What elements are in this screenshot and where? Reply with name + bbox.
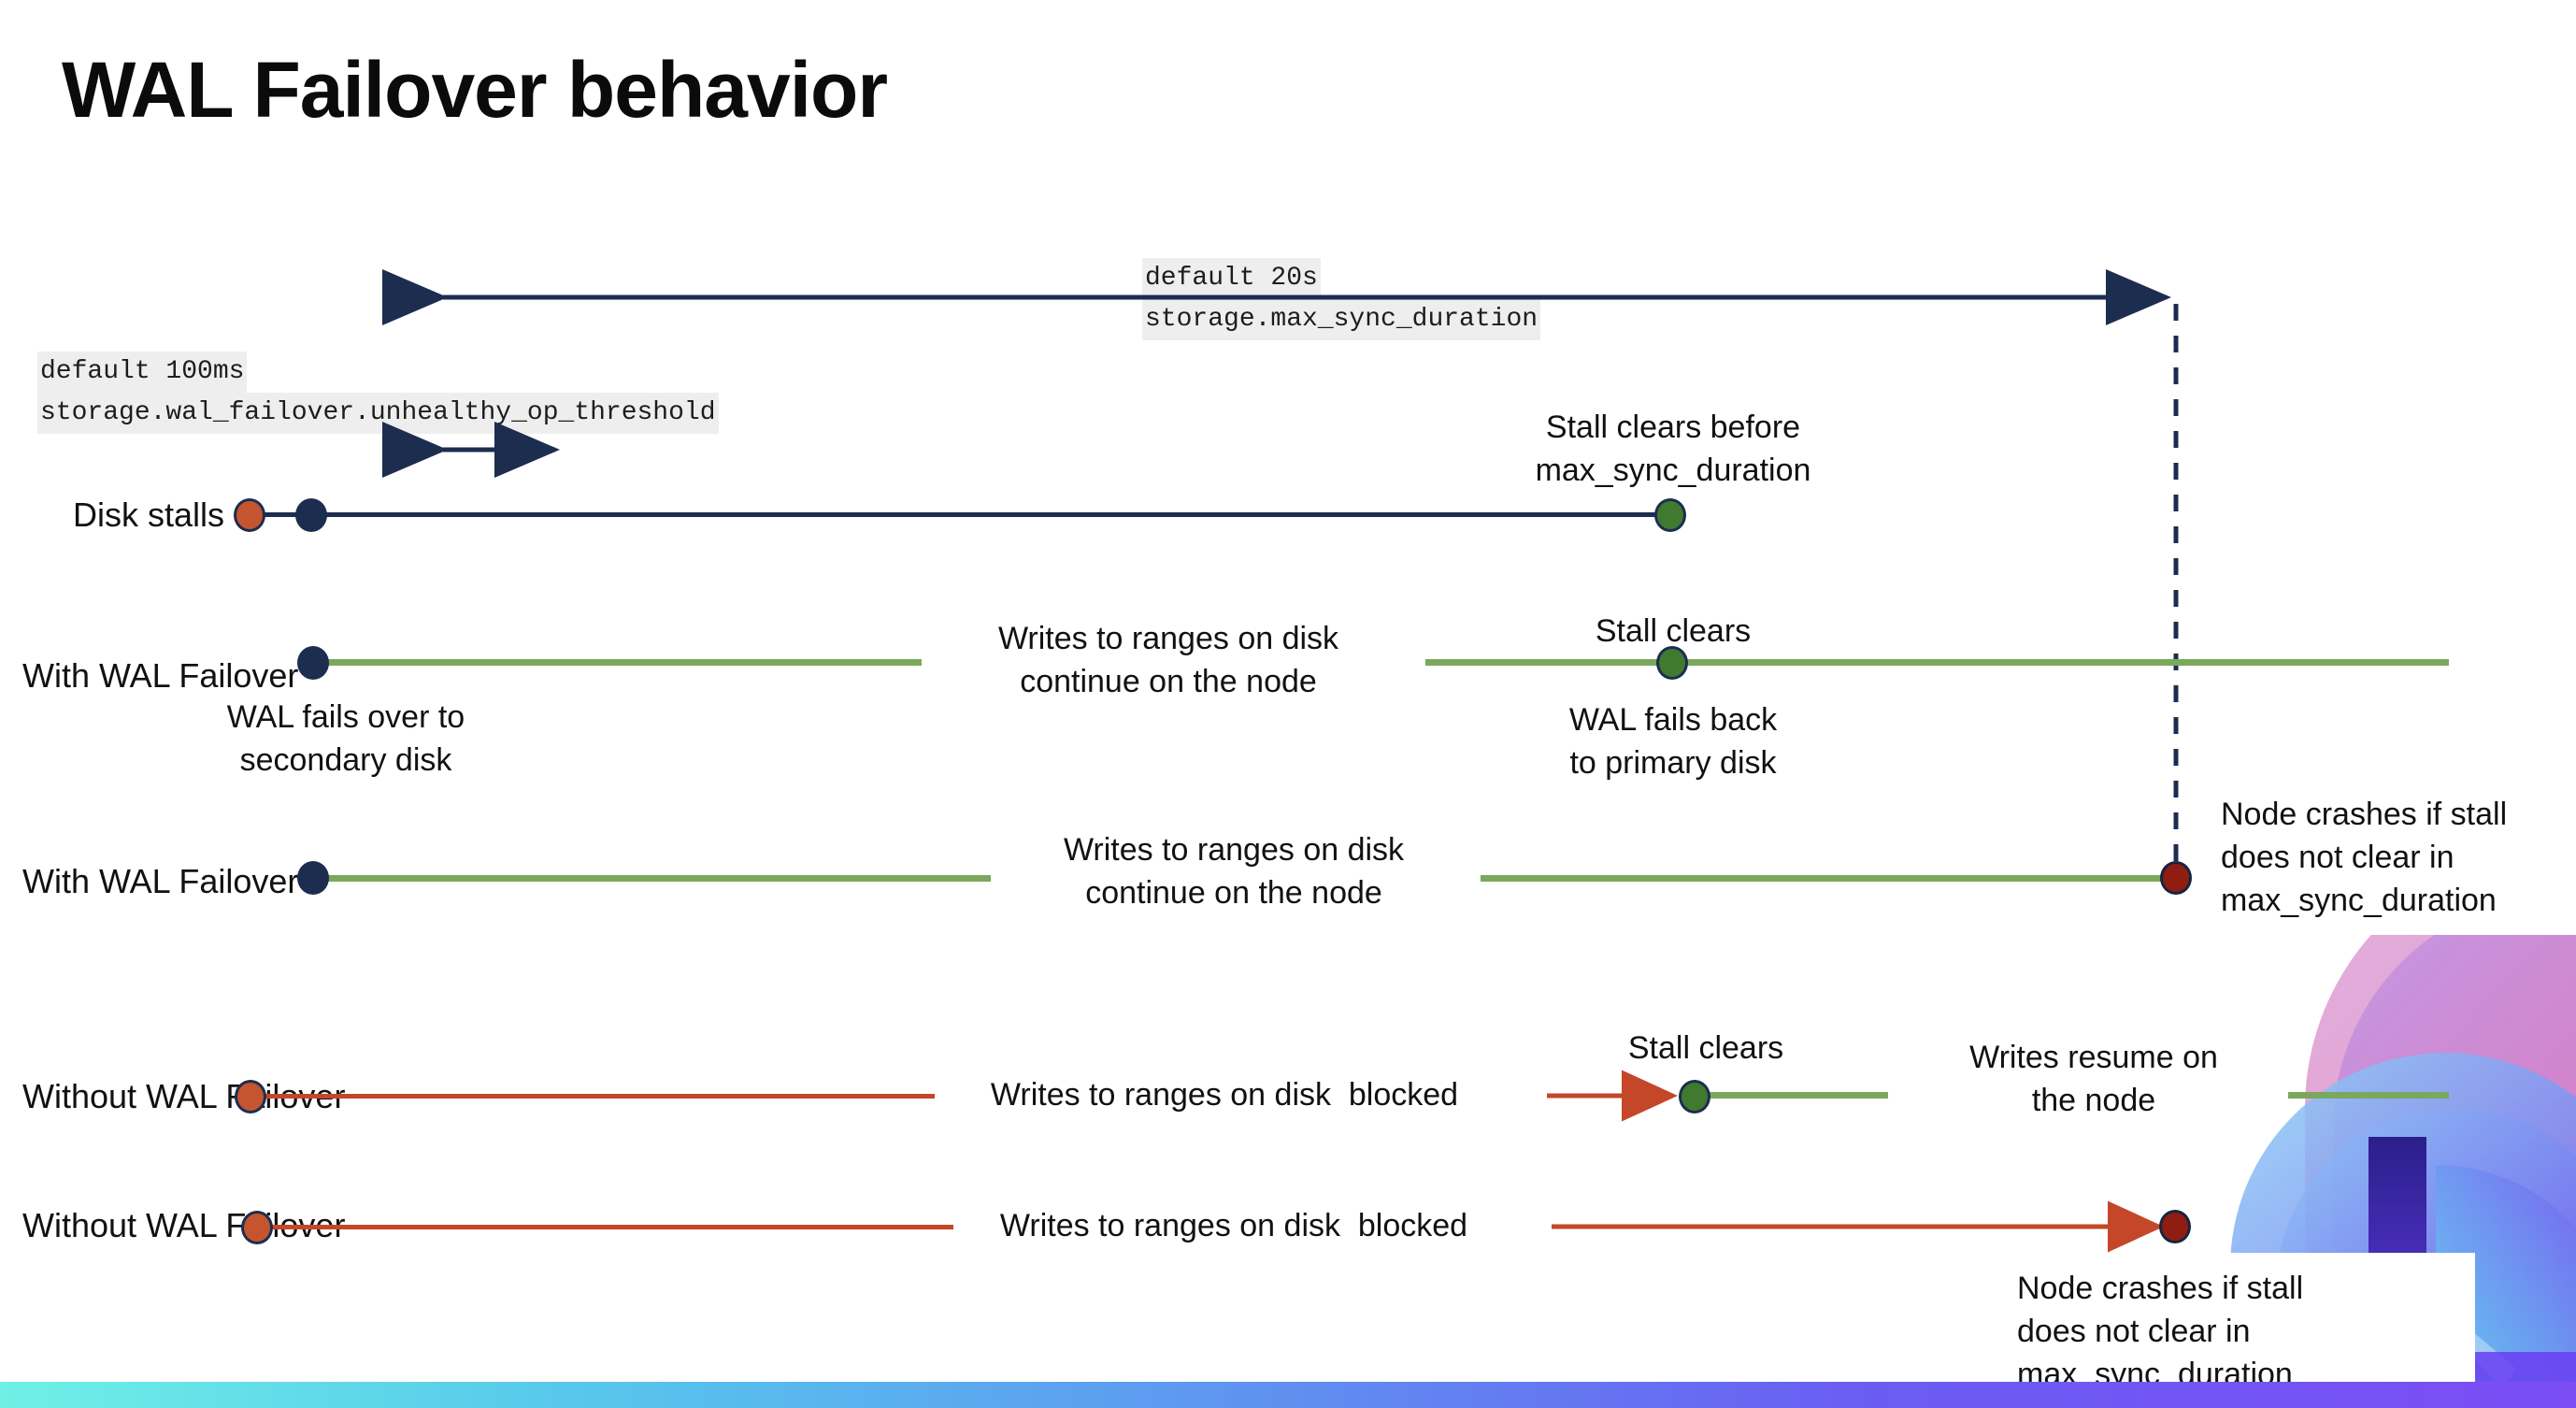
row-label-disk-stalls: Disk stalls — [72, 496, 224, 534]
with-failover-2-crash-dot — [2160, 861, 2192, 895]
disk-stalls-timeline — [258, 512, 1675, 517]
note-wal-fails-over: WAL fails over to secondary disk — [226, 699, 465, 778]
without-failover-1-green-a — [1692, 1092, 1888, 1099]
note-writes-blocked-2: Writes to ranges on disk blocked — [999, 1208, 1468, 1243]
with-failover-1-clear-dot — [1656, 646, 1688, 680]
note-writes-blocked-1: Writes to ranges on disk blocked — [990, 1077, 1459, 1113]
note-writes-resume: Writes resume on the node — [1969, 1040, 2218, 1118]
max-sync-default-chip: default 20s — [1142, 258, 1321, 299]
note-wal-fails-back: WAL fails back to primary disk — [1568, 702, 1778, 781]
callout-mask-topright — [2191, 0, 2576, 935]
disk-stall-failover-dot — [295, 498, 327, 532]
with-failover-2-segment-b — [1481, 875, 2176, 882]
without-failover-2-start-dot — [241, 1211, 273, 1244]
disk-stall-clear-dot — [1654, 498, 1686, 532]
without-failover-1-green-b — [2288, 1092, 2449, 1099]
with-failover-1-start-dot — [297, 646, 329, 680]
max-sync-setting-chip: storage.max_sync_duration — [1142, 299, 1541, 340]
note-node-crashes-1: Node crashes if stall does not clear in … — [2221, 797, 2508, 918]
row-label-with-wal-failover-1: With WAL Failover — [22, 656, 299, 695]
without-failover-1-start-dot — [235, 1080, 266, 1113]
note-stall-clears-2: Stall clears — [1627, 1030, 1784, 1066]
with-failover-2-segment-a — [314, 875, 991, 882]
row-label-with-wal-failover-2: With WAL Failover — [22, 862, 299, 900]
note-stall-clears-1: Stall clears — [1595, 613, 1752, 649]
bottom-gradient-bar — [0, 1382, 2576, 1408]
without-failover-2-orange-a — [271, 1225, 953, 1229]
note-writes-continue-1: Writes to ranges on disk continue on the… — [997, 621, 1339, 699]
note-node-crashes-2: Node crashes if stall does not clear in … — [2017, 1271, 2304, 1392]
with-failover-2-start-dot — [297, 861, 329, 895]
page-title: WAL Failover behavior — [62, 46, 888, 134]
with-failover-1-segment-a — [314, 659, 922, 666]
unhealthy-op-default-chip: default 100ms — [37, 352, 248, 393]
with-failover-1-segment-b — [1425, 659, 2449, 666]
without-failover-1-clear-dot — [1679, 1080, 1710, 1113]
without-failover-2-crash-dot — [2159, 1210, 2191, 1243]
unhealthy-op-setting-chip: storage.wal_failover.unhealthy_op_thresh… — [37, 393, 719, 434]
note-writes-continue-2: Writes to ranges on disk continue on the… — [1063, 832, 1405, 911]
note-stall-clears-before-maxsync: Stall clears before max_sync_duration — [1535, 409, 1811, 488]
disk-stall-start-dot — [234, 498, 265, 532]
without-failover-1-orange-a — [264, 1094, 935, 1099]
